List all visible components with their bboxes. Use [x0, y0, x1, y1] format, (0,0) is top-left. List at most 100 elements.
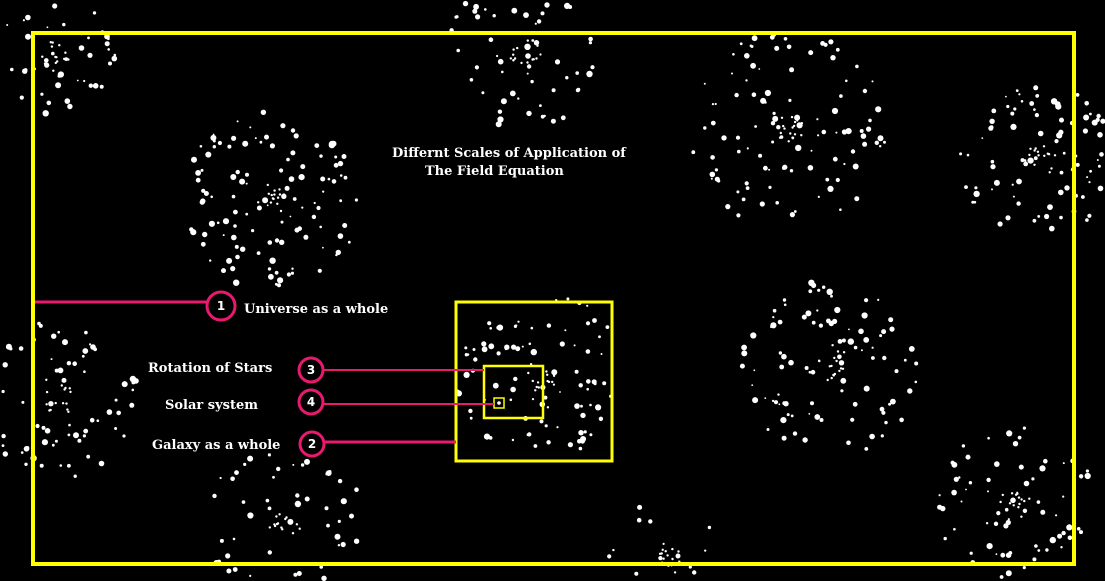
- star-dot: [839, 208, 842, 211]
- star-dot: [997, 221, 1003, 227]
- star-dot: [1100, 118, 1105, 124]
- star-dot: [1034, 544, 1038, 548]
- star-dot: [59, 464, 63, 467]
- star-dot: [277, 277, 284, 284]
- star-dot: [266, 183, 269, 187]
- star-dot: [750, 62, 756, 69]
- star-dot: [710, 155, 715, 160]
- star-dot: [131, 388, 135, 392]
- star-dot: [481, 91, 485, 95]
- star-dot: [25, 14, 31, 21]
- star-dot: [828, 39, 834, 45]
- star-dot: [782, 401, 787, 406]
- star-dot: [966, 153, 970, 157]
- star-dot: [710, 120, 716, 126]
- star-dot: [535, 385, 538, 389]
- star-dot: [517, 97, 520, 100]
- star-dot: [535, 57, 538, 60]
- star-dot: [129, 402, 135, 408]
- star-dot: [1005, 95, 1007, 98]
- star-dot: [965, 488, 967, 491]
- star-dot: [280, 526, 283, 529]
- star-dot: [816, 309, 819, 312]
- star-dot: [247, 455, 254, 462]
- galaxy-frame: [454, 300, 614, 463]
- star-dot: [201, 188, 206, 193]
- callout-rotation-of-stars: 3 Rotation of Stars: [148, 356, 484, 384]
- star-dot: [971, 200, 975, 204]
- star-dot: [810, 401, 814, 406]
- star-dot: [731, 72, 733, 75]
- star-dot: [1058, 189, 1064, 196]
- star-dot: [588, 41, 593, 45]
- star-dot: [114, 398, 118, 402]
- star-dot: [189, 227, 194, 232]
- star-dot: [286, 272, 291, 277]
- star-dot: [1023, 480, 1030, 487]
- star-dot: [278, 513, 281, 516]
- star-dot: [76, 79, 79, 82]
- star-dot: [734, 92, 739, 98]
- star-dot: [576, 87, 581, 92]
- star-dot: [111, 55, 118, 62]
- star-dot: [21, 400, 25, 404]
- star-dot: [72, 361, 77, 367]
- star-dot: [92, 11, 97, 15]
- star-dot: [782, 166, 786, 170]
- star-dot: [203, 191, 209, 196]
- star-dot: [831, 344, 834, 347]
- star-dot: [1034, 147, 1037, 150]
- star-dot: [574, 369, 579, 374]
- star-dot: [298, 527, 301, 530]
- star-dot: [841, 338, 846, 343]
- star-dot: [840, 377, 847, 384]
- star-dot: [67, 410, 70, 413]
- star-dot: [831, 107, 839, 115]
- star-dot: [578, 383, 583, 388]
- star-dot: [516, 46, 519, 50]
- star-dot: [804, 366, 809, 370]
- star-dot: [242, 140, 249, 147]
- star-dot: [808, 370, 812, 374]
- star-dot: [789, 67, 795, 73]
- star-dot: [1027, 157, 1034, 164]
- star-dot: [65, 402, 68, 405]
- star-dot: [1062, 151, 1066, 155]
- star-dot: [845, 79, 848, 83]
- star-dot: [295, 493, 300, 498]
- star-dot: [300, 463, 305, 467]
- star-dot: [688, 565, 692, 569]
- star-dot: [753, 369, 756, 372]
- star-dot: [808, 413, 811, 415]
- star-dot: [513, 57, 517, 60]
- star-dot: [770, 121, 776, 126]
- star-dot: [981, 137, 984, 140]
- star-dot: [495, 121, 502, 128]
- star-dot: [853, 345, 858, 350]
- star-dot: [54, 61, 57, 65]
- star-dot: [269, 143, 275, 149]
- star-dot: [914, 361, 919, 366]
- star-dot: [333, 162, 339, 168]
- star-dot: [487, 321, 492, 326]
- star-dot: [540, 114, 545, 119]
- star-dot: [1097, 185, 1104, 192]
- star-dot: [259, 140, 263, 144]
- star-dot: [546, 406, 550, 409]
- star-dot: [675, 553, 681, 559]
- star-dot: [586, 70, 593, 78]
- star-dot: [537, 386, 540, 389]
- star-dot: [513, 376, 518, 382]
- star-dot: [222, 234, 225, 237]
- star-dot: [1081, 195, 1085, 199]
- star-dot: [340, 541, 346, 548]
- star-dot: [969, 551, 973, 555]
- star-dot: [64, 51, 67, 54]
- star-dot: [354, 198, 358, 202]
- star-dot: [1040, 509, 1046, 515]
- star-dot: [530, 348, 537, 356]
- star-dot: [839, 94, 843, 98]
- star-dot: [559, 391, 561, 393]
- star-dot: [1056, 132, 1063, 139]
